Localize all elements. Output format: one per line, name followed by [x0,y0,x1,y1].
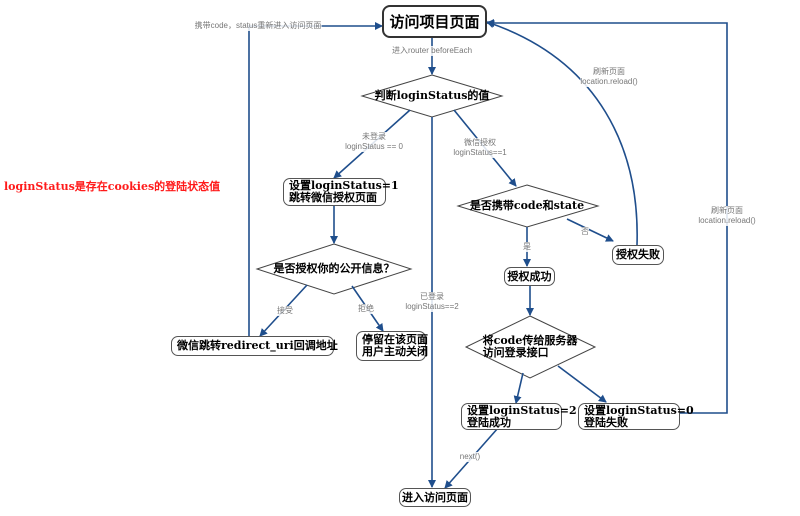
label-wechat-auth-line1: 微信授权 [464,138,496,147]
node-set-status-2: 设置loginStatus=2 登陆成功 [461,403,577,430]
node-wechat-redirect-label: 微信跳转redirect_uri回调地址 [177,339,338,352]
edge-send-to-set2 [513,372,524,404]
label-reload-2-line1: 刷新页面 [711,206,743,215]
label-not-logged-line1: 未登录 [361,132,386,141]
edge-send-to-set0 [557,365,607,403]
node-set-status-1-line2: 跳转微信授权页面 [289,191,377,204]
label-not-logged-line2: loginStatus == 0 [345,142,403,151]
node-auth-success-label: 授权成功 [507,269,552,283]
diamond-authorize [255,243,413,295]
node-enter-page: 进入访问页面 [399,488,471,507]
edge-fail-reload [486,20,638,246]
node-set0-line1: 设置loginStatus=0 [584,403,694,417]
diamond-send-code-label: 将code传给服务器 访问登录接口 [483,335,578,359]
label-reload-1: 刷新页面 location.reload() [580,67,638,87]
node-visit-project: 访问项目页面 [382,5,487,38]
node-set-status-1: 设置loginStatus=1 跳转微信授权页面 [283,178,399,206]
send-code-line2: 访问登录接口 [482,346,549,359]
label-logged-in-line1: 已登录 [420,292,444,301]
node-visit-project-label: 访问项目页面 [389,12,480,31]
label-reenter: 携带code，status重新进入访问页面 [194,21,322,31]
node-auth-success: 授权成功 [504,267,555,286]
node-set0-line2: 登陆失败 [584,415,628,429]
node-set2-line1: 设置loginStatus=2 [467,403,577,417]
node-auth-fail-label: 授权失败 [616,248,660,261]
label-yes: 是 [523,242,531,252]
label-reload-1-line2: location.reload() [580,77,638,86]
label-not-logged: 未登录 loginStatus == 0 [345,132,403,152]
node-stay-on-page: 停留在该页面 用户主动关闭 [356,331,428,361]
label-reload-2-line2: location.reload() [698,216,756,225]
node-set2-line2: 登陆成功 [467,415,511,429]
label-next: next() [459,452,481,462]
label-logged-in-line2: loginStatus==2 [405,302,459,311]
diamond-has-code-label: 是否携带code和state [469,199,585,212]
label-reject: 拒绝 [358,304,374,314]
label-reload-2: 刷新页面 location.reload() [698,206,756,226]
label-router: 进入router beforeEach [391,46,473,56]
node-stay-line1: 停留在该页面 [362,333,428,346]
edge-no [566,218,614,242]
label-no: 否 [581,227,589,237]
send-code-line1: 将code传给服务器 [482,334,578,347]
diamond-judge-status-label: 判断loginStatus的值 [374,89,490,102]
node-set-status-0: 设置loginStatus=0 登陆失败 [578,403,694,430]
node-set-status-1-line1: 设置loginStatus=1 [289,179,399,192]
node-wechat-redirect: 微信跳转redirect_uri回调地址 [171,336,338,356]
label-wechat-auth: 微信授权 loginStatus==1 [453,138,507,158]
diamond-send-code [464,315,597,379]
node-enter-page-label: 进入访问页面 [402,490,468,504]
label-wechat-auth-line2: loginStatus==1 [453,148,507,157]
diamond-authorize-label: 是否授权你的公开信息？ [273,262,395,275]
login-status-note: loginStatus是存在cookies的登陆状态值 [4,180,221,193]
node-stay-line2: 用户主动关闭 [362,345,428,358]
node-auth-fail: 授权失败 [612,245,664,265]
label-logged-in: 已登录 loginStatus==2 [405,292,459,312]
label-reload-1-line1: 刷新页面 [593,67,625,76]
label-accept: 接受 [277,306,293,316]
